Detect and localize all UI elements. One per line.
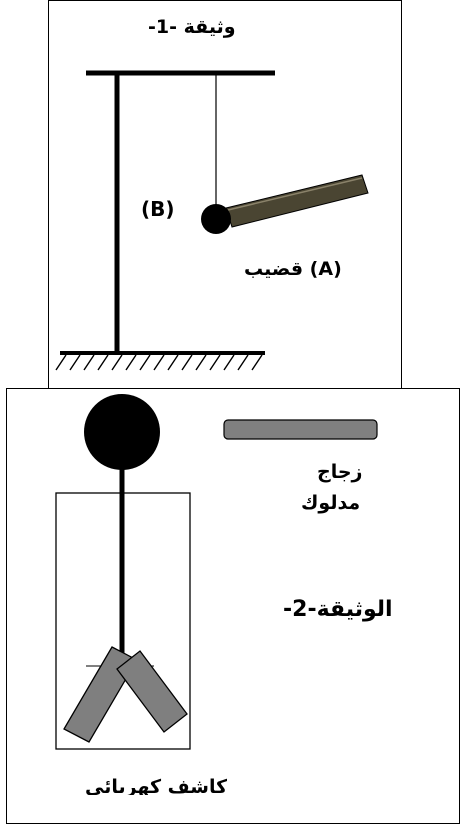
rod-a-highlight bbox=[227, 177, 363, 211]
document-2-title: الوثيقة-2- bbox=[283, 597, 393, 622]
document-1-title: وثيقة -1- bbox=[148, 16, 236, 38]
glass-label-line2: مدلوك bbox=[301, 492, 361, 514]
electroscope-label: كاشف كهربائي bbox=[85, 776, 228, 795]
glass-label-line1: زجاج bbox=[317, 461, 363, 483]
rubbed-glass-rod bbox=[223, 419, 378, 440]
electroscope-knob bbox=[84, 394, 160, 470]
ground-hatching bbox=[55, 354, 263, 371]
pendulum-ball-b bbox=[201, 204, 231, 234]
electroscope-leaves bbox=[63, 646, 188, 743]
leaf-right bbox=[116, 650, 188, 733]
ball-b-label: (B) bbox=[141, 197, 175, 221]
rod-a bbox=[225, 174, 369, 228]
electroscope-enclosure bbox=[55, 492, 191, 750]
rod-a-label: (A) قضيب bbox=[244, 258, 342, 280]
document-2-frame bbox=[6, 388, 460, 824]
